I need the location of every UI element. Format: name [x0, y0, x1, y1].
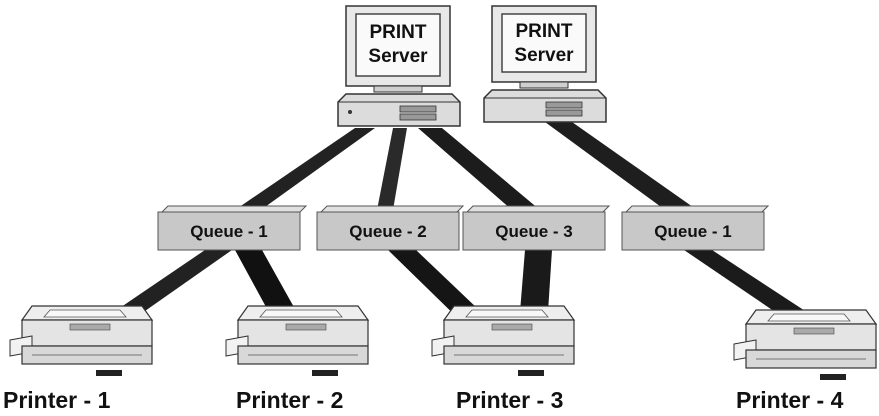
connector-server1-queue3: [418, 128, 540, 210]
printer-3-label: Printer - 3: [456, 387, 563, 413]
connector-queue4-printer4: [684, 250, 822, 322]
printer-2-label: Printer - 2: [236, 387, 343, 413]
queue-3: Queue - 3: [462, 205, 611, 251]
queue-4: Queue - 1: [621, 205, 770, 251]
queue-boxes: Queue - 1 Queue - 2 Queue - 3 Queue - 1: [157, 205, 770, 251]
printer-3: [431, 305, 576, 376]
printer-4-label: Printer - 4: [736, 387, 844, 413]
queue-1-label: Queue - 1: [190, 222, 267, 241]
queue-2-label: Queue - 2: [349, 222, 426, 241]
connector-queue3-printer3: [520, 250, 552, 312]
connector-server1-queue2: [377, 128, 407, 210]
print-server-2: PRINT Server: [483, 5, 607, 123]
connector-queue1-printer2: [235, 250, 300, 318]
base-unit-1: [337, 93, 461, 127]
queue-4-label: Queue - 1: [654, 222, 731, 241]
print-server-1: PRINT Server: [337, 5, 461, 127]
printer-4: [733, 309, 878, 380]
server-2-line1: PRINT: [516, 21, 573, 42]
connector-queue1-printer1: [105, 250, 232, 318]
printer-2: [225, 305, 370, 376]
printer-labels: Printer - 1 Printer - 2 Printer - 3 Prin…: [3, 387, 844, 413]
screen-1: [355, 13, 441, 77]
printer-1-label: Printer - 1: [3, 387, 111, 413]
printer-1: [9, 305, 154, 376]
base-unit-2: [483, 89, 607, 123]
server-2-line2: Server: [514, 45, 574, 66]
screen-2: [501, 13, 587, 73]
server-1-line1: PRINT: [370, 22, 427, 43]
connector-server1-queue1: [232, 128, 375, 212]
queue-2: Queue - 2: [316, 205, 465, 251]
connector-server2-queue4: [545, 122, 700, 212]
server-1-line2: Server: [368, 46, 428, 67]
queue-3-label: Queue - 3: [495, 222, 572, 241]
printers: [9, 305, 878, 380]
queue-1: Queue - 1: [157, 205, 308, 251]
connectors: [105, 122, 822, 330]
